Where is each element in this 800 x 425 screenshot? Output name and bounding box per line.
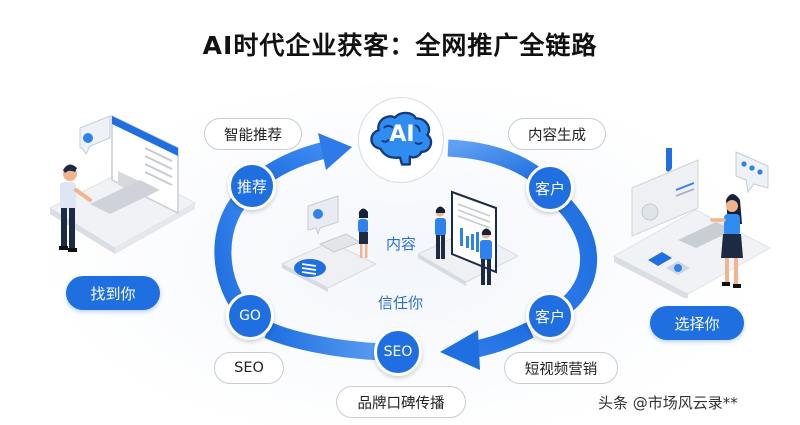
tag-smart-recommend: 智能推荐 <box>204 118 302 150</box>
label-trust-you: 信任你 <box>378 294 424 312</box>
illustration-man-laptop <box>48 114 197 254</box>
illustration-analytics-board <box>418 190 518 286</box>
arc-right <box>549 189 598 318</box>
arc-from-ai <box>447 139 546 185</box>
arrowhead-to-seo <box>440 330 480 370</box>
illustration-content-kiosk <box>280 195 378 292</box>
ai-label: AI <box>389 122 415 147</box>
ai-brain-badge: AI <box>358 97 444 183</box>
arrowhead-to-ai <box>318 133 352 170</box>
content-blue-disc <box>294 259 326 277</box>
tag-brand-word-of-mouth: 品牌口碑传播 <box>336 386 466 418</box>
illustration-woman-desk <box>612 148 772 298</box>
chat-bubble-dots <box>735 151 769 194</box>
chat-bubble <box>79 115 111 155</box>
bar-chart-icon <box>460 228 479 252</box>
node-seo: SEO <box>374 328 422 376</box>
watermark: 头条 @市场风云录** <box>598 394 738 412</box>
node-customer-bottom: 客户 <box>526 292 574 340</box>
page-title: AI时代企业获客：全网推广全链路 <box>202 31 598 60</box>
node-customer-top: 客户 <box>526 164 574 212</box>
stage-choose-you: 选择你 <box>650 306 744 340</box>
tag-short-video-marketing: 短视频营销 <box>504 352 618 384</box>
label-content: 内容 <box>386 235 417 253</box>
arc-bottom <box>264 322 384 361</box>
desk-button-blue <box>648 252 672 266</box>
stage-find-you: 找到你 <box>66 276 160 310</box>
tag-content-generation: 内容生成 <box>508 118 606 150</box>
node-go: GO <box>226 292 274 340</box>
content-chat-bubble <box>307 195 339 236</box>
node-recommend: 推荐 <box>228 162 276 210</box>
tag-seo: SEO <box>214 352 284 384</box>
arc-to-seo <box>470 322 534 359</box>
brain-icon <box>370 111 433 166</box>
